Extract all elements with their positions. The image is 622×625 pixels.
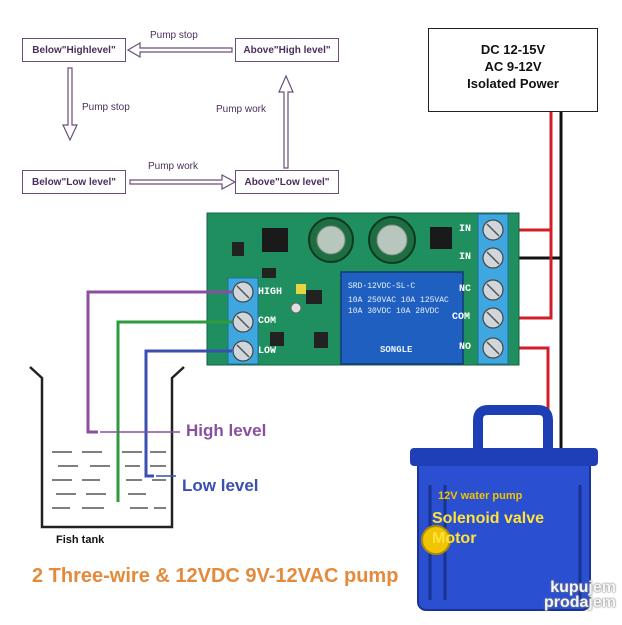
terminal-label-no: NO bbox=[459, 342, 472, 353]
terminal-label-low: LOW bbox=[258, 346, 277, 357]
caption: 2 Three-wire & 12VDC 9V-12VAC pump bbox=[32, 565, 399, 587]
box-below-high-level-text: Below"Highlevel" bbox=[32, 44, 116, 56]
watermark-line-2: prodajem bbox=[543, 594, 616, 611]
terminal-label-in-1: IN bbox=[459, 224, 472, 235]
tank-outline bbox=[29, 366, 185, 529]
box-above-low-level: Above"Low level" bbox=[235, 170, 339, 194]
box-below-high-level: Below"Highlevel" bbox=[22, 38, 126, 62]
water-pump bbox=[410, 405, 598, 611]
power-isolated-label: Isolated Power bbox=[467, 76, 559, 91]
arrow-top-left bbox=[126, 41, 233, 59]
fish-tank-label: Fish tank bbox=[56, 534, 105, 546]
terminal-label-in-2: IN bbox=[459, 252, 472, 263]
watermark-line-1: kupujem bbox=[550, 579, 616, 596]
label-pump-stop-top: Pump stop bbox=[150, 30, 198, 41]
water-dashes bbox=[52, 451, 166, 509]
arrow-left-down bbox=[62, 67, 78, 142]
controller-board bbox=[206, 212, 520, 366]
box-below-low-level-text: Below"Low level" bbox=[32, 176, 116, 188]
high-level-label: High level bbox=[186, 421, 267, 440]
arrow-bottom-right bbox=[129, 173, 237, 191]
terminal-label-com: COM bbox=[258, 316, 277, 327]
label-pump-stop-left: Pump stop bbox=[82, 102, 130, 113]
terminal-label-com-out: COM bbox=[452, 312, 471, 323]
wire-green-com bbox=[116, 320, 232, 502]
box-above-high-level-text: Above"High level" bbox=[243, 44, 331, 56]
relay-model: SRD-12VDC-SL-C bbox=[348, 282, 416, 291]
ic-chip bbox=[262, 228, 288, 252]
pump-title: 12V water pump bbox=[438, 490, 523, 502]
wire-blue-low bbox=[144, 349, 232, 478]
fish-tank bbox=[29, 366, 185, 529]
relay-rating-ac: 10A 250VAC 10A 125VAC bbox=[348, 296, 449, 305]
arrow-right-up bbox=[278, 74, 294, 169]
box-above-high-level: Above"High level" bbox=[235, 38, 339, 62]
pump-solenoid-label: Solenoid valve bbox=[432, 510, 545, 527]
terminal-label-high: HIGH bbox=[258, 287, 283, 298]
pump-handle bbox=[473, 405, 553, 452]
pump-motor-label: Motor bbox=[432, 530, 477, 547]
flowchart-arrows bbox=[62, 41, 294, 191]
sensor-wires bbox=[86, 290, 232, 502]
label-pump-work-bottom: Pump work bbox=[148, 161, 199, 172]
wire-purple-high bbox=[86, 290, 232, 434]
relay-rating-dc: 10A 30VDC 10A 28VDC bbox=[348, 307, 440, 316]
relay bbox=[340, 271, 464, 365]
isolated-power-box: DC 12-15V AC 9-12V Isolated Power bbox=[428, 28, 598, 112]
box-above-low-level-text: Above"Low level" bbox=[244, 176, 330, 188]
watermark: kupujem prodajem bbox=[543, 579, 616, 611]
relay-brand: SONGLE bbox=[380, 345, 413, 355]
terminal-label-nc: NC bbox=[459, 284, 472, 295]
power-dc-label: DC 12-15V bbox=[480, 42, 546, 57]
box-below-low-level: Below"Low level" bbox=[22, 170, 126, 194]
low-level-label: Low level bbox=[182, 476, 259, 495]
power-ac-label: AC 9-12V bbox=[484, 59, 542, 74]
wire-red-power-in bbox=[503, 112, 553, 232]
label-pump-work-right: Pump work bbox=[216, 104, 267, 115]
